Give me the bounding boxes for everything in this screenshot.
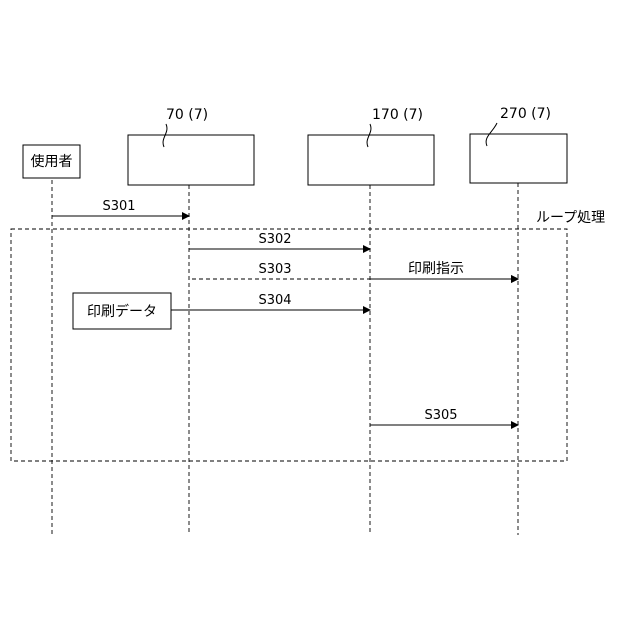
participant-170-box (308, 135, 434, 185)
participant-70-box (128, 135, 254, 185)
print-data-label: 印刷データ (87, 303, 157, 320)
participant-user-label: 使用者 (31, 153, 73, 170)
participant-170-ref: 170 (7) (372, 107, 423, 123)
participant-70-ref: 70 (7) (166, 107, 208, 123)
loop-label: ループ処理 (536, 210, 605, 226)
participant-270-box (470, 134, 567, 183)
message-s304-label: S304 (258, 293, 291, 308)
message-s303-label: S303 (258, 262, 291, 277)
message-s305-label: S305 (424, 408, 457, 423)
message-s303-note-label: 印刷指示 (408, 261, 464, 277)
participant-270-ref: 270 (7) (500, 106, 551, 122)
message-s302-label: S302 (258, 232, 291, 247)
message-s301-label: S301 (102, 199, 135, 214)
